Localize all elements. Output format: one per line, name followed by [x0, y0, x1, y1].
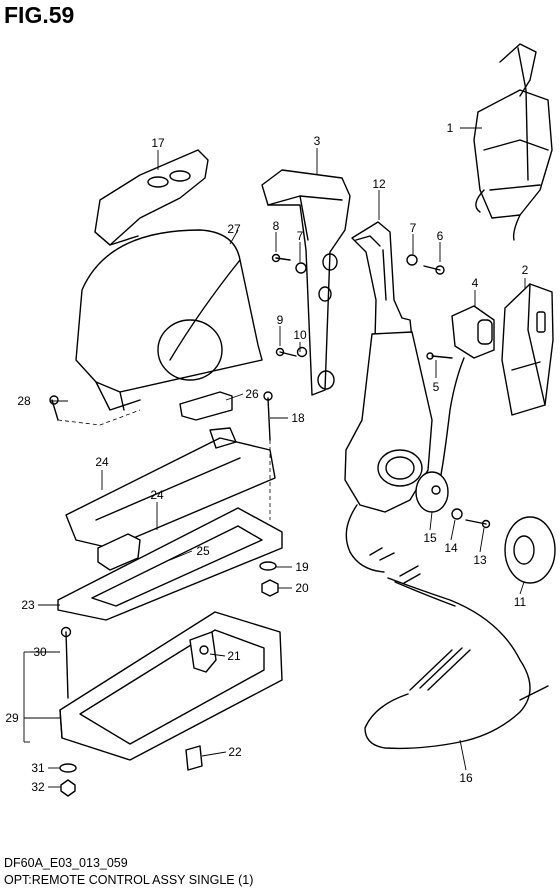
- callout-11: 11: [514, 595, 527, 609]
- callout-28: 28: [17, 394, 31, 408]
- callout-17: 17: [151, 136, 165, 150]
- callout-30: 30: [33, 645, 47, 659]
- part-30-bolt: [60, 626, 72, 699]
- callout-21: 21: [227, 649, 241, 663]
- callout-7-right: 7: [410, 221, 417, 235]
- part-6-screw: [423, 265, 445, 275]
- part-1-remote-control-assy: [473, 43, 553, 241]
- callout-1: 1: [447, 121, 454, 135]
- part-12-lever: [351, 221, 413, 341]
- part-10-washer: [296, 346, 308, 358]
- callout-15: 15: [423, 531, 437, 545]
- callout-23: 23: [21, 598, 35, 612]
- callout-7-left: 7: [297, 229, 304, 243]
- part-19-washer: [259, 561, 277, 571]
- part-11-cap: [504, 516, 556, 584]
- callout-labels: 1 2 3 4 5 6 7 7 8 9 10 11 12 13 14 15 16…: [5, 121, 528, 794]
- callout-20: 20: [295, 581, 309, 595]
- part-3-bracket: [261, 169, 351, 396]
- drawing-code: DF60A_E03_013_059: [4, 856, 128, 870]
- fitting-line-28: [57, 409, 141, 426]
- callout-6: 6: [437, 229, 444, 243]
- callout-25: 25: [196, 544, 210, 558]
- callout-13: 13: [473, 553, 487, 567]
- callout-29: 29: [5, 711, 19, 725]
- callout-8: 8: [273, 219, 280, 233]
- part-18-screw: [263, 391, 273, 441]
- callout-4: 4: [472, 276, 479, 290]
- part-8-screw: [271, 253, 291, 263]
- callout-24-lower: 24: [150, 488, 164, 502]
- part-22-clip: [185, 745, 203, 771]
- part-9-screw: [275, 347, 297, 357]
- drawing-caption: OPT:REMOTE CONTROL ASSY SINGLE (1): [4, 873, 254, 887]
- part-5-screw: [426, 352, 453, 360]
- part-16-wire-harness: [345, 504, 549, 750]
- callout-19: 19: [295, 560, 309, 574]
- part-27-housing-cover: [75, 229, 263, 411]
- leader-lines: [23, 127, 526, 788]
- callout-18: 18: [291, 411, 305, 425]
- part-32-nut: [60, 779, 76, 797]
- part-24-base-bracket: [65, 427, 276, 571]
- part-7-washer-right: [406, 254, 418, 266]
- part-21-clamp: [189, 631, 217, 673]
- part-17-top-cover: [94, 149, 209, 246]
- callout-2: 2: [522, 263, 529, 277]
- figure-title: FIG.59: [4, 2, 75, 28]
- callout-22: 22: [228, 745, 242, 759]
- part-20-nut: [261, 579, 279, 597]
- part-13-screw: [465, 519, 491, 529]
- callout-32: 32: [31, 780, 45, 794]
- callout-12: 12: [372, 177, 386, 191]
- lever-body: [344, 331, 433, 513]
- callout-3: 3: [314, 134, 321, 148]
- part-7-washer-left: [295, 262, 307, 274]
- callout-16: 16: [459, 771, 473, 785]
- part-23-gasket: [57, 507, 283, 621]
- part-2-grip: [501, 283, 554, 416]
- part-14-washer: [451, 508, 463, 520]
- part-15-plate: [415, 471, 449, 513]
- callout-26: 26: [245, 387, 259, 401]
- part-28-screw: [49, 395, 59, 421]
- part-31-washer: [59, 763, 77, 773]
- callout-10: 10: [293, 328, 307, 342]
- callout-27: 27: [227, 222, 241, 236]
- callout-5: 5: [433, 380, 440, 394]
- callout-14: 14: [444, 541, 458, 555]
- part-29-base-housing: [59, 611, 283, 761]
- callout-9: 9: [277, 313, 284, 327]
- part-26-rubber: [179, 391, 233, 421]
- part-4-switch: [439, 305, 495, 481]
- callout-24-upper: 24: [95, 455, 109, 469]
- callout-31: 31: [31, 761, 45, 775]
